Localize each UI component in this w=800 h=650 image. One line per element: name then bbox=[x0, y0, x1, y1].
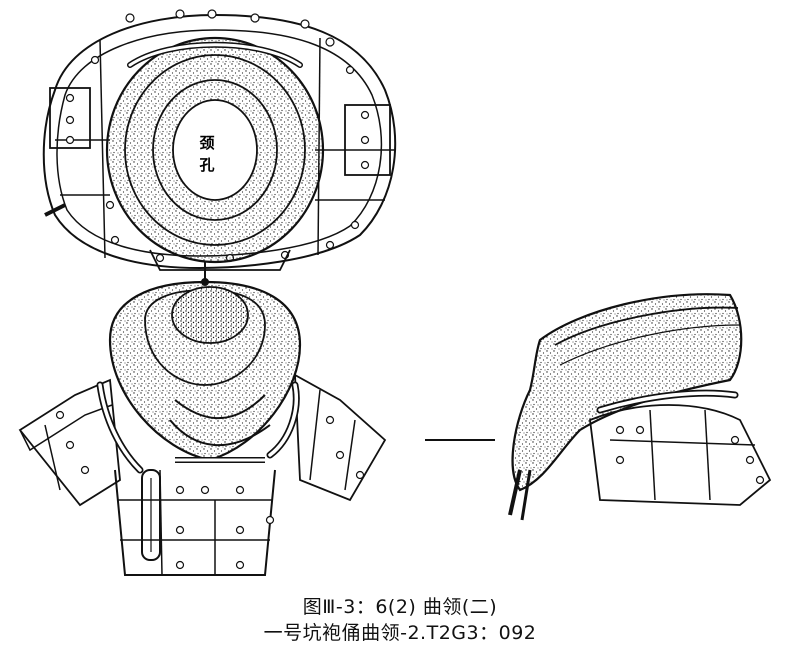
neck-hole-label-2: 孔 bbox=[199, 156, 214, 174]
collar-side-view bbox=[508, 293, 772, 521]
collar-top-view bbox=[42, 9, 397, 286]
armor-collar-line-drawing: 颈 孔 bbox=[18, 9, 772, 576]
figure-caption-title: 图Ⅲ-3：6(2) 曲领(二) bbox=[302, 596, 498, 618]
neck-hole-label-1: 颈 bbox=[198, 134, 214, 152]
figure-caption-subtitle: 一号坑袍俑曲领-2.T2G3：092 bbox=[263, 622, 537, 644]
collar-front-view bbox=[18, 280, 387, 576]
